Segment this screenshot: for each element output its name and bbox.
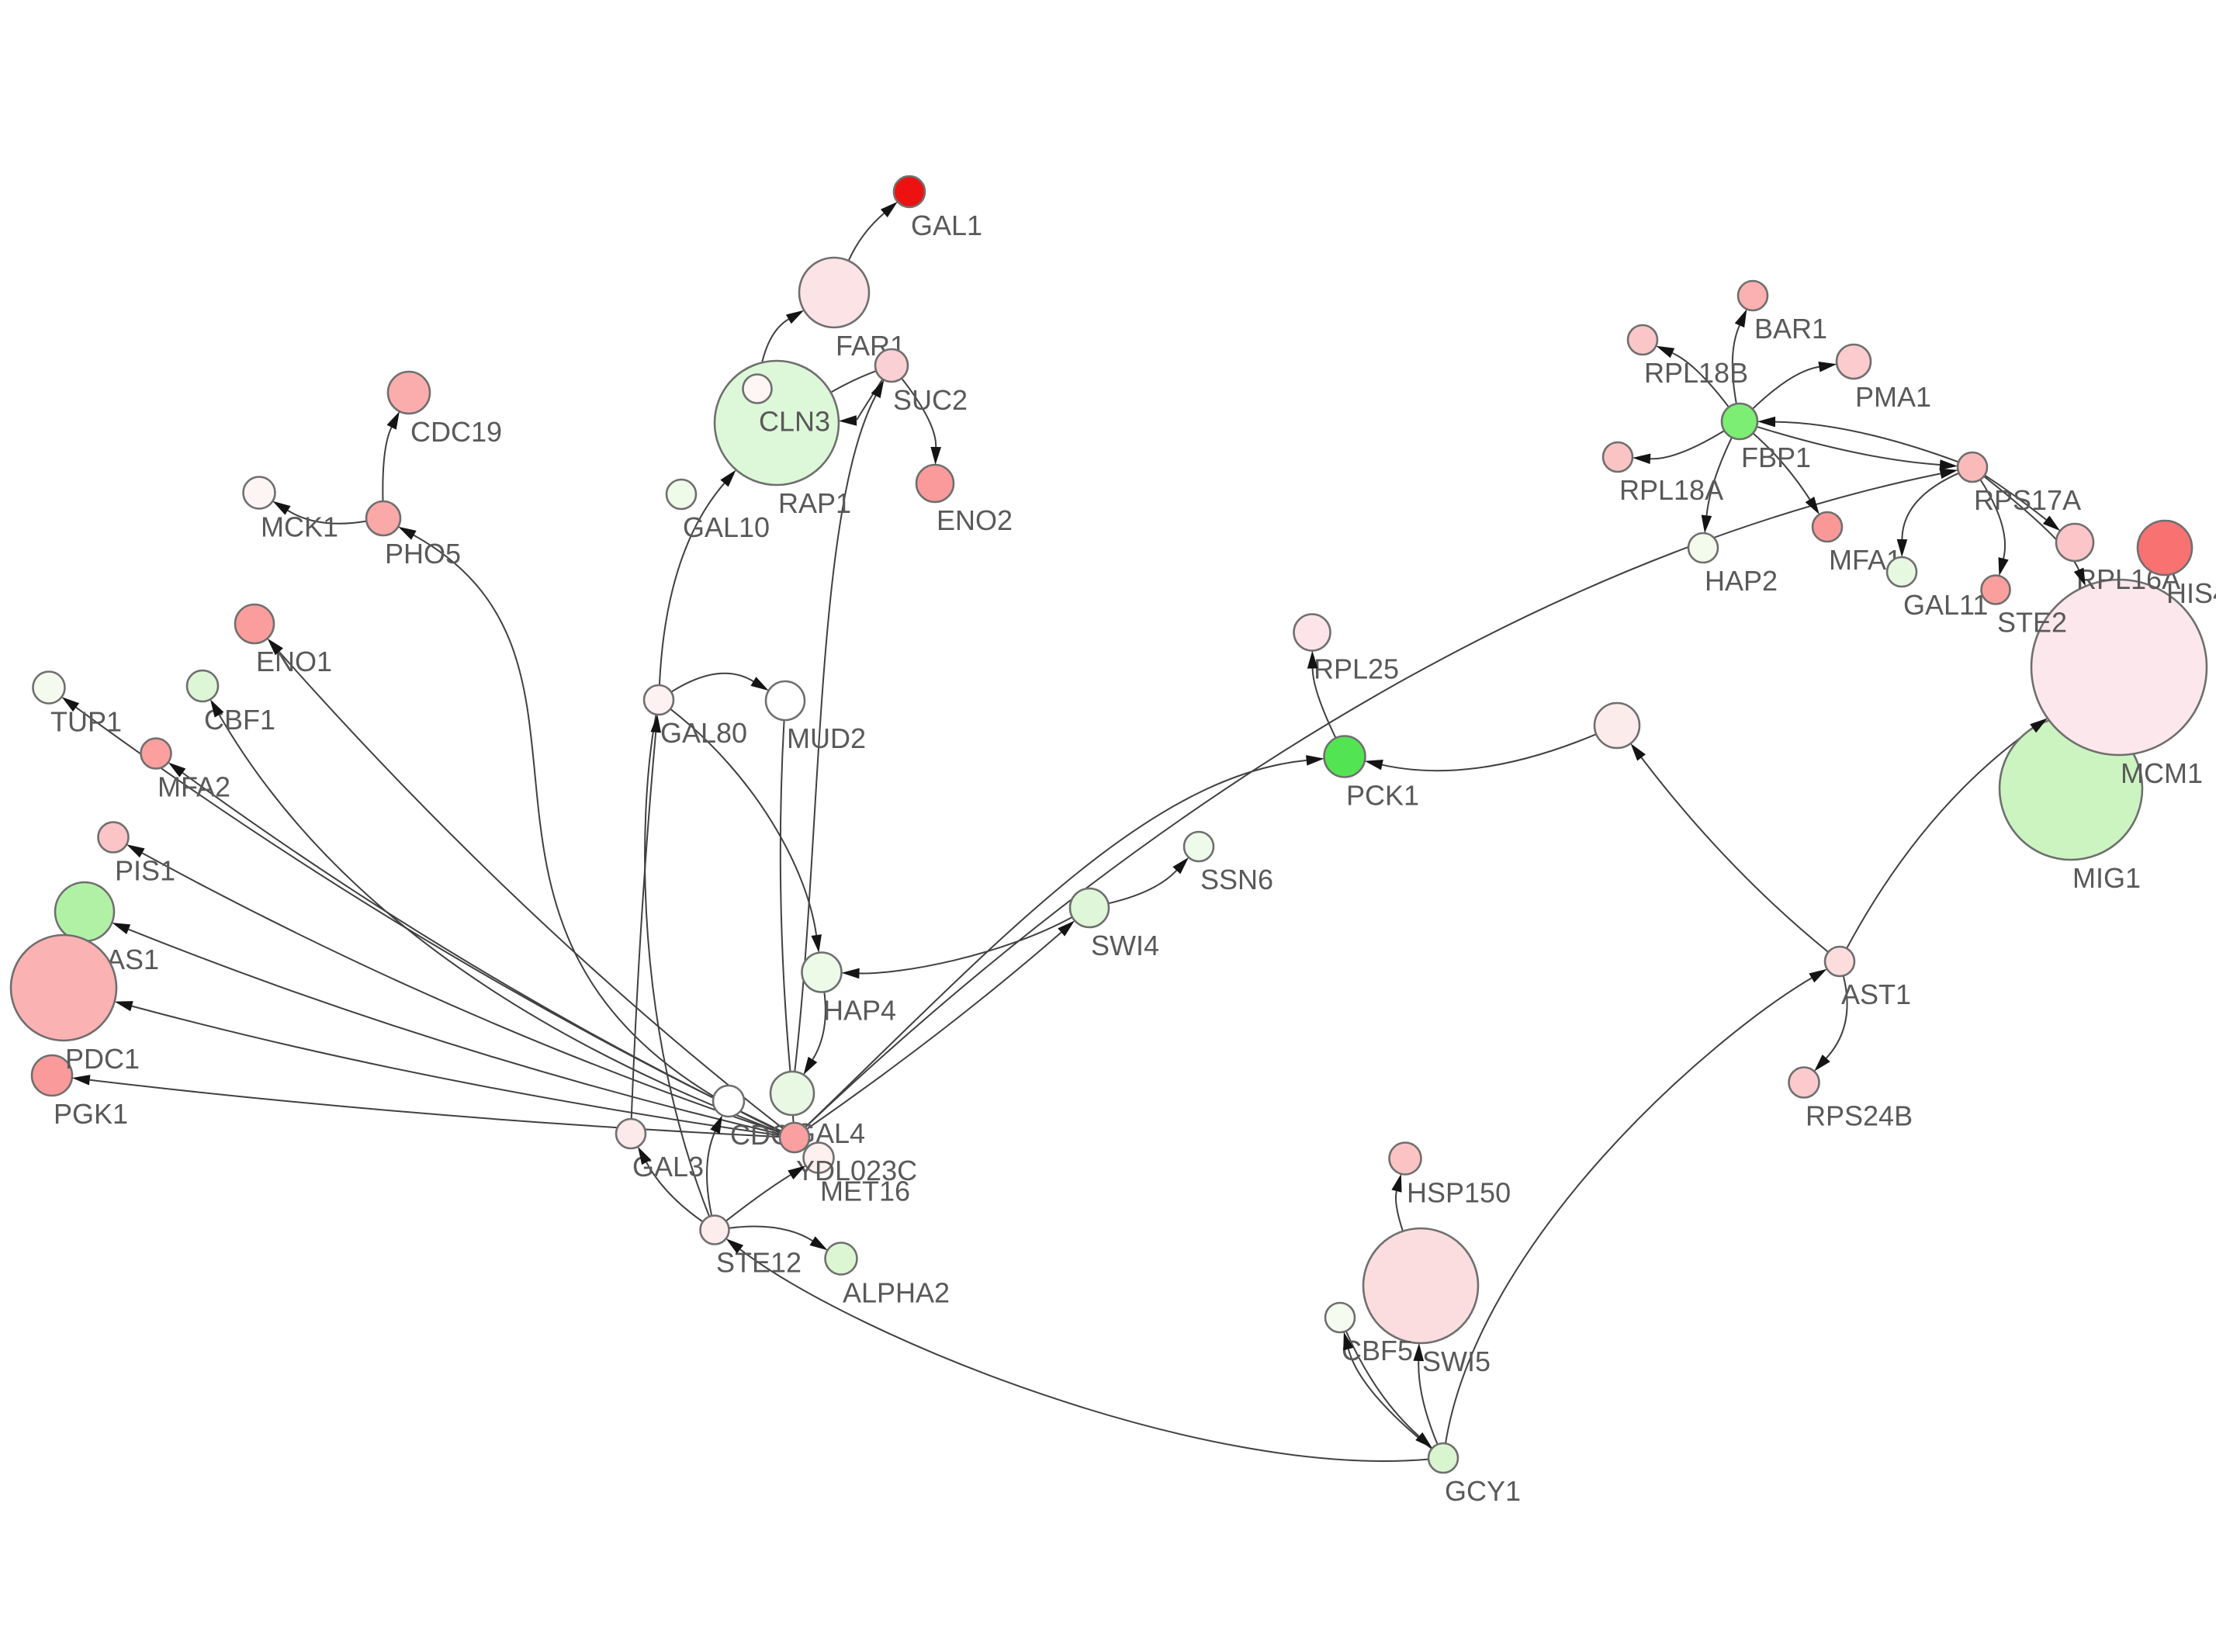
- svg-text:RPL18B: RPL18B: [1644, 357, 1748, 389]
- svg-text:ENO2: ENO2: [937, 504, 1013, 536]
- svg-text:MFA2: MFA2: [158, 771, 230, 803]
- svg-text:HIS4: HIS4: [2166, 577, 2216, 609]
- svg-text:RAP1: RAP1: [778, 487, 851, 519]
- svg-text:GCY1: GCY1: [1445, 1475, 1521, 1507]
- svg-text:STE2: STE2: [1997, 607, 2067, 639]
- svg-text:CLN3: CLN3: [759, 406, 830, 438]
- svg-text:HAP4: HAP4: [823, 995, 896, 1027]
- svg-text:PIS1: PIS1: [115, 855, 175, 887]
- svg-text:STE12: STE12: [716, 1247, 802, 1279]
- svg-text:MET16: MET16: [820, 1176, 910, 1207]
- svg-text:YDL023C: YDL023C: [796, 1155, 917, 1186]
- svg-text:MUD2: MUD2: [787, 722, 866, 754]
- svg-text:PDC1: PDC1: [65, 1043, 140, 1075]
- svg-text:SSN6: SSN6: [1200, 864, 1273, 895]
- svg-text:PCK1: PCK1: [1346, 780, 1419, 812]
- svg-text:RPL18A: RPL18A: [1619, 474, 1723, 506]
- svg-text:BAR1: BAR1: [1754, 313, 1827, 345]
- svg-text:SUC2: SUC2: [893, 384, 968, 416]
- svg-text:GAL11: GAL11: [1903, 589, 1988, 621]
- svg-text:TUP1: TUP1: [50, 706, 122, 738]
- svg-text:FBP1: FBP1: [1741, 442, 1811, 473]
- svg-text:RPL25: RPL25: [1314, 653, 1399, 685]
- svg-text:RPS17A: RPS17A: [1974, 484, 2081, 516]
- svg-text:ENO1: ENO1: [256, 646, 332, 677]
- svg-text:HSP150: HSP150: [1407, 1177, 1511, 1209]
- svg-text:RPS24B: RPS24B: [1806, 1100, 1913, 1132]
- svg-text:MCM1: MCM1: [2121, 757, 2203, 789]
- svg-text:MCK1: MCK1: [261, 511, 338, 543]
- svg-text:CBF5: CBF5: [1342, 1335, 1413, 1366]
- svg-text:PGK1: PGK1: [54, 1098, 128, 1130]
- svg-text:CDC19: CDC19: [410, 416, 502, 448]
- svg-text:GAL10: GAL10: [683, 511, 770, 543]
- svg-text:PHO5: PHO5: [385, 538, 461, 570]
- svg-text:SWI4: SWI4: [1091, 930, 1159, 961]
- svg-text:GAL80: GAL80: [660, 717, 747, 749]
- svg-text:ALPHA2: ALPHA2: [843, 1277, 950, 1309]
- svg-text:GAL1: GAL1: [911, 210, 982, 241]
- svg-text:SWI5: SWI5: [1422, 1345, 1491, 1377]
- svg-text:HAP2: HAP2: [1705, 565, 1778, 597]
- svg-text:AST1: AST1: [1841, 978, 1911, 1010]
- svg-text:PMA1: PMA1: [1855, 381, 1931, 413]
- svg-text:MIG1: MIG1: [2072, 862, 2141, 894]
